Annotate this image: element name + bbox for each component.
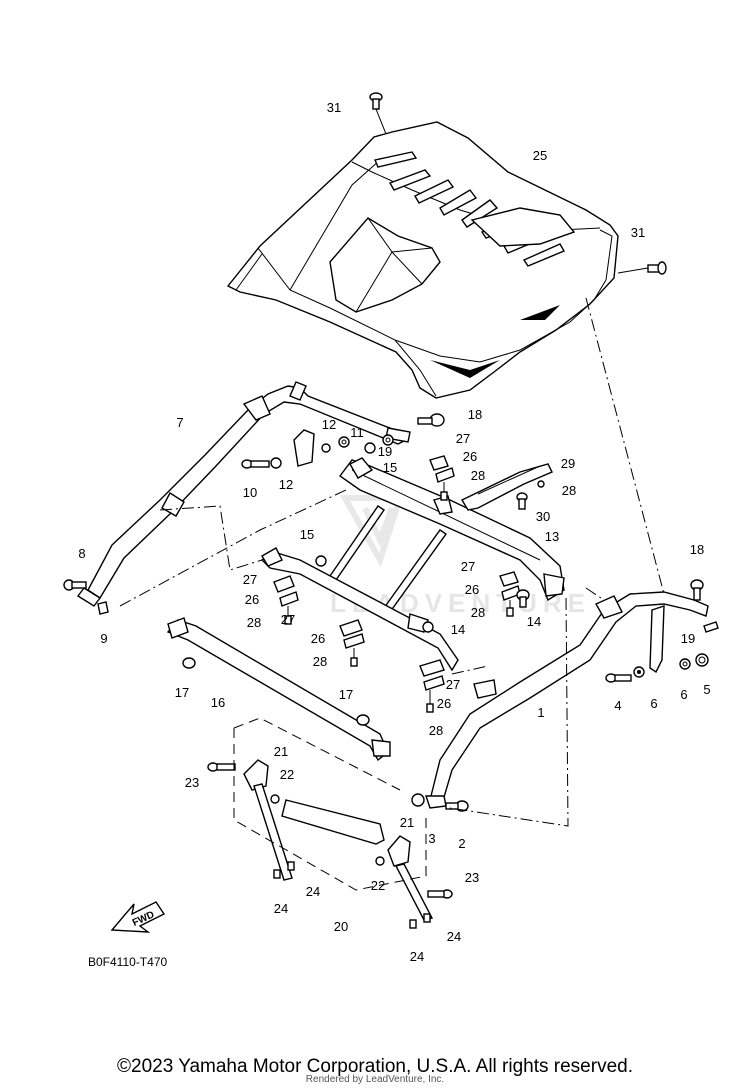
rendered-by-note: Rendered by LeadVenture, Inc. — [305, 1074, 445, 1085]
callout-13: 13 — [545, 529, 559, 544]
callout-27: 27 — [446, 677, 460, 692]
callout-14: 14 — [451, 622, 465, 637]
callout-24: 24 — [274, 901, 288, 916]
callout-25: 25 — [533, 148, 547, 163]
callout-7: 7 — [176, 415, 183, 430]
callout-20: 20 — [334, 919, 348, 934]
bolts-17 — [182, 657, 370, 726]
clip-set-left — [273, 575, 365, 667]
bracket-12 — [293, 429, 394, 467]
callout-30: 30 — [536, 509, 550, 524]
callout-18: 18 — [468, 407, 482, 422]
callout-18: 18 — [690, 542, 704, 557]
callout-10: 10 — [243, 485, 257, 500]
left-roll-bar — [76, 381, 411, 607]
bolt-18-top — [417, 413, 445, 427]
callout-31: 31 — [631, 225, 645, 240]
bolt-31-top — [369, 92, 387, 135]
right-roll-bar — [425, 591, 709, 809]
callout-1: 1 — [537, 705, 544, 720]
callout-26: 26 — [245, 592, 259, 607]
callout-29: 29 — [561, 456, 575, 471]
callout-28: 28 — [429, 723, 443, 738]
callout-14: 14 — [527, 614, 541, 629]
callout-19: 19 — [378, 444, 392, 459]
lower-bracket-assembly — [207, 759, 453, 929]
callout-24: 24 — [410, 949, 424, 964]
callout-6: 6 — [650, 696, 657, 711]
rear-cross-member — [339, 457, 565, 602]
callout-26: 26 — [465, 582, 479, 597]
screw-19-right — [703, 621, 719, 633]
callout-9: 9 — [100, 631, 107, 646]
callout-17: 17 — [175, 685, 189, 700]
callout-21: 21 — [274, 744, 288, 759]
callout-15: 15 — [300, 527, 314, 542]
callout-23: 23 — [465, 870, 479, 885]
callout-26: 26 — [437, 696, 451, 711]
callout-6: 6 — [680, 687, 687, 702]
callout-16: 16 — [211, 695, 225, 710]
bolt-18-right — [690, 579, 704, 601]
callout-2: 2 — [458, 836, 465, 851]
callout-28: 28 — [247, 615, 261, 630]
bolt-8 — [63, 579, 109, 615]
callout-24: 24 — [306, 884, 320, 899]
bolt-2-washer-3 — [411, 793, 469, 812]
callout-28: 28 — [313, 654, 327, 669]
bolt-15 — [315, 555, 327, 567]
callout-28: 28 — [562, 483, 576, 498]
fwd-arrow-icon: FWD — [110, 901, 166, 933]
callout-4: 4 — [614, 698, 621, 713]
callout-15: 15 — [383, 460, 397, 475]
callout-17: 17 — [339, 687, 353, 702]
callout-26: 26 — [463, 449, 477, 464]
clip-set-right — [419, 455, 521, 713]
callout-3: 3 — [428, 831, 435, 846]
callout-27: 27 — [281, 612, 295, 627]
assembly-box — [233, 717, 427, 891]
copyright-notice: ©2023 Yamaha Motor Corporation, U.S.A. A… — [117, 1056, 633, 1077]
callout-5: 5 — [703, 682, 710, 697]
front-lower-member — [260, 547, 459, 672]
callout-23: 23 — [185, 775, 199, 790]
callout-24: 24 — [447, 929, 461, 944]
bolt-4-washers — [605, 653, 709, 683]
callout-11: 11 — [350, 425, 364, 440]
callout-12: 12 — [322, 417, 336, 432]
callout-27: 27 — [243, 572, 257, 587]
callout-19: 19 — [681, 631, 695, 646]
callout-22: 22 — [280, 767, 294, 782]
diagram-code: B0F4110-T470 — [88, 955, 167, 969]
callout-31: 31 — [327, 100, 341, 115]
bracket-29 — [461, 463, 553, 511]
callout-27: 27 — [461, 559, 475, 574]
front-lower-bar — [166, 617, 391, 762]
callout-27: 27 — [456, 431, 470, 446]
bolt-31-right — [617, 261, 667, 275]
bolts-14 — [422, 589, 530, 633]
reference-lines — [119, 297, 665, 827]
callout-22: 22 — [371, 878, 385, 893]
callout-12: 12 — [279, 477, 293, 492]
callout-26: 26 — [311, 631, 325, 646]
callout-28: 28 — [471, 605, 485, 620]
roof-panel — [226, 121, 619, 399]
callout-8: 8 — [78, 546, 85, 561]
bolt-10 — [241, 457, 282, 469]
callout-21: 21 — [400, 815, 414, 830]
callout-28: 28 — [471, 468, 485, 483]
